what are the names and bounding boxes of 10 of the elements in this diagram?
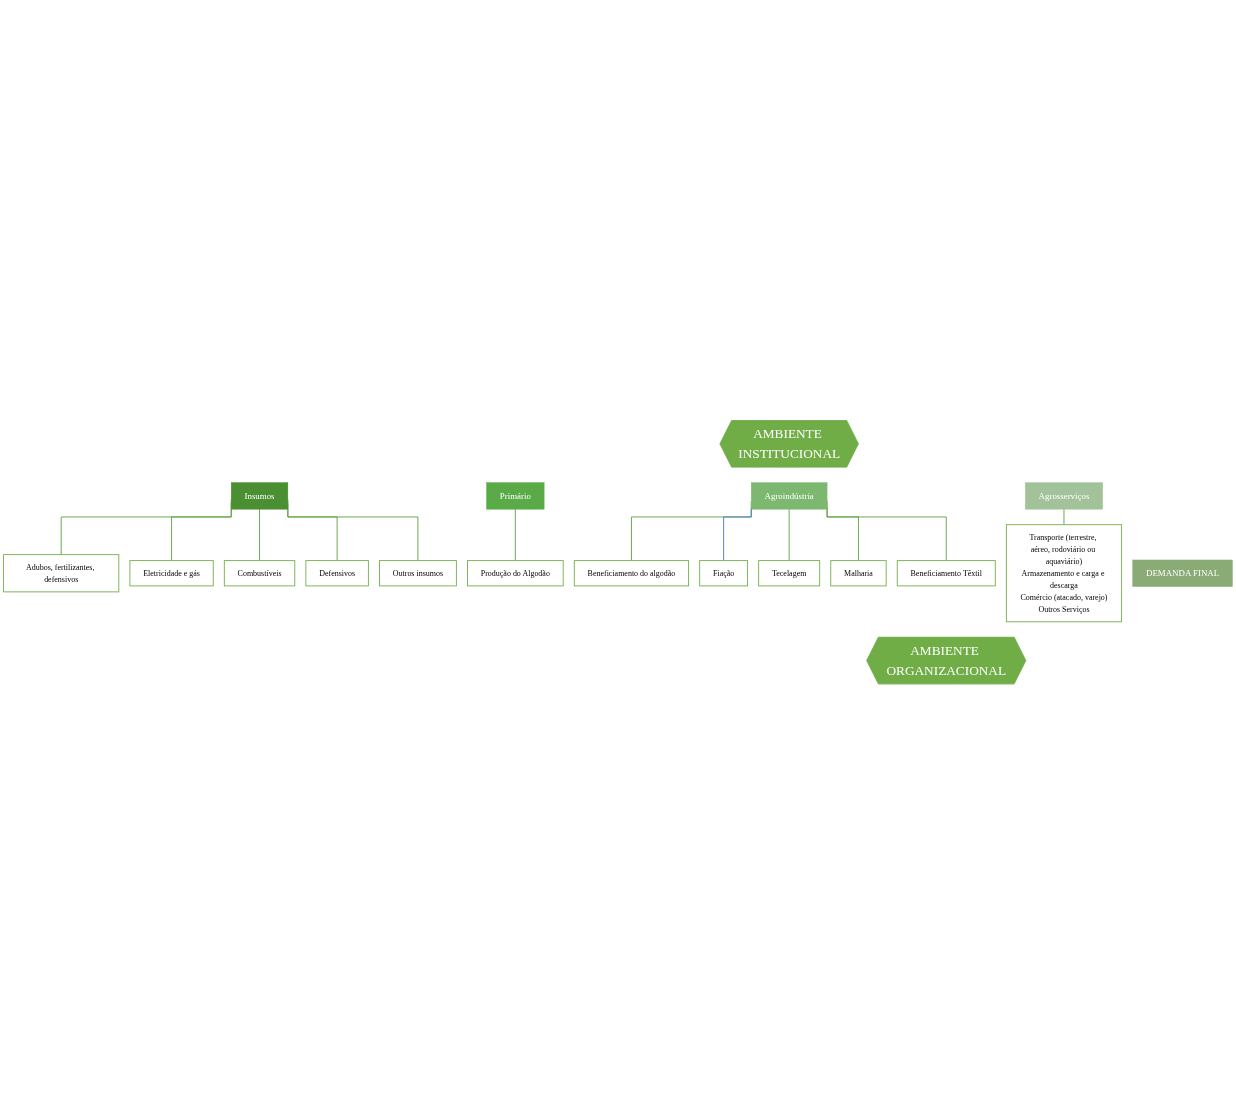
connector [514, 508, 516, 561]
node-box: Insumos [231, 482, 289, 510]
node-box: DEMANDA FINAL [1132, 559, 1233, 587]
connector [1063, 508, 1065, 525]
connector [723, 507, 752, 561]
node-box: Primário [486, 482, 545, 510]
connector [259, 508, 260, 561]
node-box: Agroindústria [751, 482, 828, 510]
node-box: Agrosserviços [1025, 482, 1103, 510]
connector [788, 508, 790, 561]
